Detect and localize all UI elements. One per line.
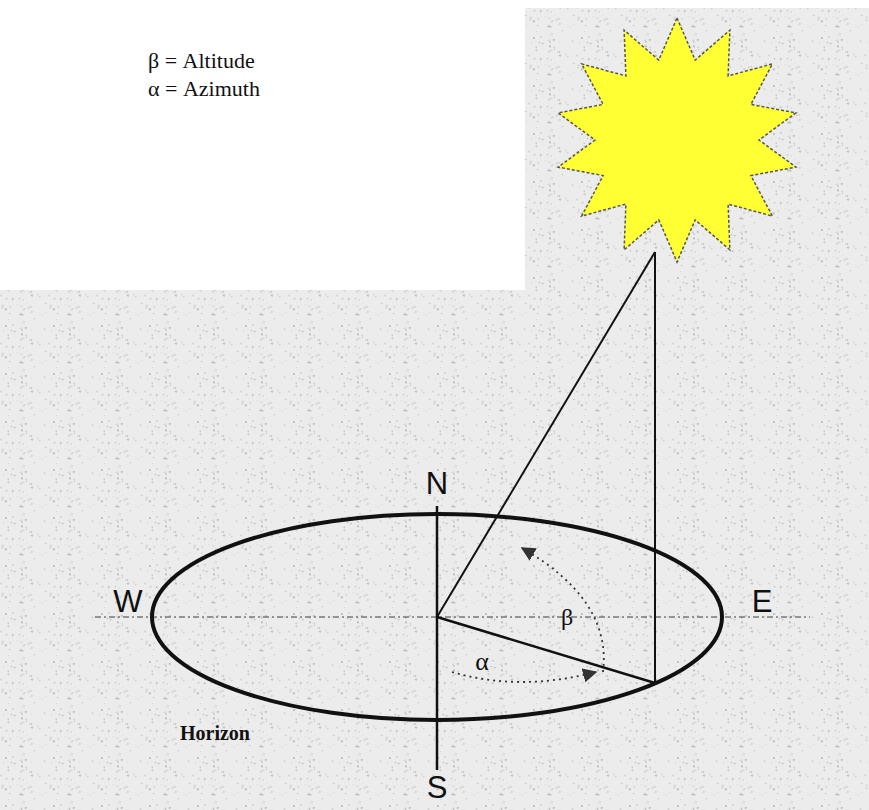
azimuth-symbol: α (475, 647, 489, 677)
compass-south-label: S (427, 770, 448, 806)
vertical-drop-line (654, 252, 656, 683)
compass-north-label: N (426, 466, 448, 502)
white-panel (0, 0, 525, 290)
sun-ray-line (437, 252, 655, 617)
north-south-line (436, 506, 439, 770)
compass-east-label: E (752, 584, 773, 620)
compass-west-label: W (113, 584, 142, 620)
horizon-label: Horizon (180, 722, 250, 745)
legend-altitude-text: β = Altitude (148, 48, 255, 74)
azimuth-arc (452, 672, 596, 682)
east-west-line (95, 616, 810, 618)
legend-azimuth-text: α = Azimuth (148, 76, 260, 102)
altitude-arc (522, 548, 604, 672)
altitude-symbol: β (561, 604, 573, 631)
azimuth-line (437, 617, 655, 683)
sun-star (558, 18, 796, 262)
white-top-strip (0, 0, 869, 8)
